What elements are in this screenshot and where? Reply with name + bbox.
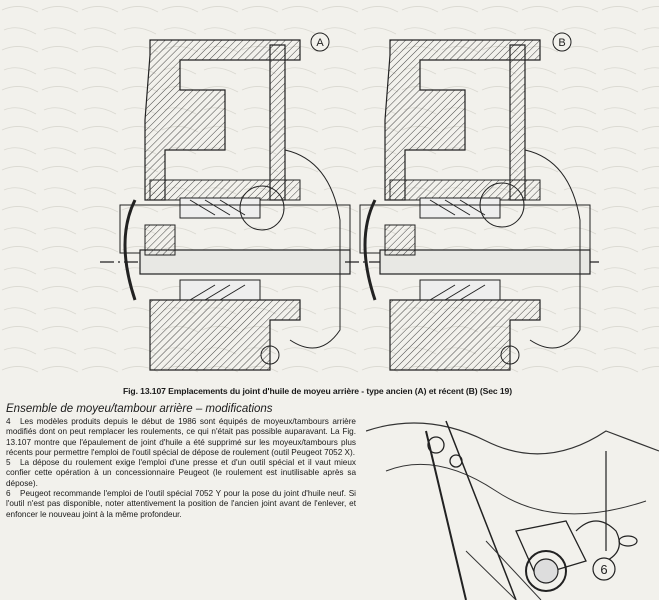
diagram-b [345, 39, 600, 371]
paragraph-number: 6 [6, 489, 11, 499]
hub-seal-diagram: A B [0, 0, 659, 380]
section-title: Ensemble de moyeu/tambour arrière – modi… [6, 403, 273, 415]
label-a-marker: A [310, 32, 330, 52]
paragraph-number: 4 [6, 417, 11, 426]
label-b-marker: B [552, 32, 572, 52]
seal-installation-illustration: 6 [366, 411, 659, 600]
paragraph-text: Peugeot recommande l'emploi de l'outil s… [6, 489, 356, 519]
paragraph-number: 5 [6, 458, 11, 468]
text-section: Ensemble de moyeu/tambour arrière – modi… [6, 403, 356, 520]
label-a: A [316, 37, 324, 49]
paragraph-text: La dépose du roulement exige l'emploi d'… [6, 458, 356, 488]
photo-callout: 6 [600, 562, 607, 577]
paragraph-text: Les modèles produits depuis le début de … [6, 417, 356, 457]
figure-caption: Fig. 13.107 Emplacements du joint d'huil… [123, 386, 513, 396]
diagram-a [100, 39, 351, 371]
label-b: B [558, 37, 565, 49]
